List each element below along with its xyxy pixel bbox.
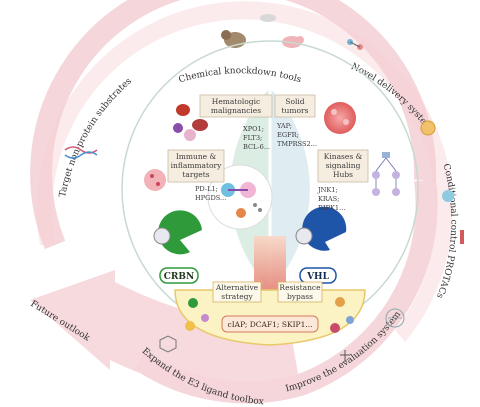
scale-icon xyxy=(340,350,350,362)
hematologic-target-3: BCL-6... xyxy=(243,143,270,151)
dna-icon xyxy=(64,146,98,159)
hematologic-title-1: Hematologic xyxy=(212,97,260,106)
vhl-label: VHL xyxy=(306,272,329,282)
kinases-target-2: KRAS; xyxy=(318,195,339,203)
hematologic-target-2: FLT3; xyxy=(243,134,262,142)
tumor-icon xyxy=(324,102,356,134)
immune-target-2: HPGDS... xyxy=(195,194,226,202)
crbn-side: CRBN Hematologic malignancies XPO1; FLT3… xyxy=(144,94,273,284)
immune-cell-icon xyxy=(144,169,166,191)
solid-tumors-target-3: TMPRSS2... xyxy=(277,140,317,148)
alternative-strategy-box xyxy=(212,281,262,303)
kinases-target-3: RIPK1... xyxy=(318,204,345,212)
molecule-icon xyxy=(159,335,177,353)
alternative-strategy-line-1: Alternative xyxy=(215,283,259,292)
resistance-bypass-line-2: bypass xyxy=(287,292,313,301)
immune-title-3: targets xyxy=(182,170,209,179)
solid-tumors-title-1: Solid xyxy=(285,97,304,106)
ligases-box xyxy=(221,315,319,333)
ligases-label: cIAP; DCAF1; SKIP1... xyxy=(228,320,313,329)
svg-text:Chemical knockdown tools: Chemical knockdown tools xyxy=(178,66,303,85)
immune-box xyxy=(167,149,225,183)
immune-title-1: Immune & xyxy=(176,152,217,161)
kinases-target-1: JNK1; xyxy=(317,186,338,194)
solid-tumors-box xyxy=(274,94,316,118)
blood-cells-icon xyxy=(173,104,208,141)
solid-tumors-target-1: YAP; xyxy=(276,122,292,130)
delivery-icon xyxy=(347,39,363,50)
kinases-box xyxy=(317,149,369,183)
kinases-title-2: signaling xyxy=(326,161,361,170)
hematologic-target-1: XPO1; xyxy=(243,125,264,133)
bottom-panel: Alternative strategy Resistance bypass c… xyxy=(174,281,366,346)
hematologic-title-2: malignancies xyxy=(211,106,261,115)
immune-target-1: PD-L1; xyxy=(195,185,218,193)
network-icon xyxy=(385,308,405,328)
resistance-bypass-box xyxy=(277,281,323,303)
solid-tumors-title-2: tumors xyxy=(282,106,309,115)
signaling-pathway-icon xyxy=(372,152,400,196)
immune-title-2: inflammatory xyxy=(171,161,223,170)
vhl-side: VHL Solid tumors YAP; EGFR; TMPRSS2... K… xyxy=(274,94,400,284)
kinases-title-1: Kinases & xyxy=(324,152,363,161)
future-outlook-arrow xyxy=(30,270,300,392)
resistance-bypass-line-1: Resistance xyxy=(279,283,321,292)
ring-label-top: Chemical knockdown tools xyxy=(178,66,303,85)
crbn-label-box xyxy=(159,267,199,284)
ligase-icons xyxy=(185,297,354,333)
vhl-ligase-shape xyxy=(302,206,347,251)
crbn-label: CRBN xyxy=(164,272,194,282)
solid-tumors-target-2: EGFR; xyxy=(277,131,299,139)
light-control-icon xyxy=(442,190,464,244)
hematologic-box xyxy=(199,94,273,118)
mouse-icon xyxy=(260,14,276,22)
nanoparticle-icon xyxy=(420,120,436,136)
alternative-strategy-line-2: strategy xyxy=(221,292,253,301)
crbn-ligase-shape xyxy=(158,210,202,255)
kinases-title-3: Hubs xyxy=(333,170,353,179)
